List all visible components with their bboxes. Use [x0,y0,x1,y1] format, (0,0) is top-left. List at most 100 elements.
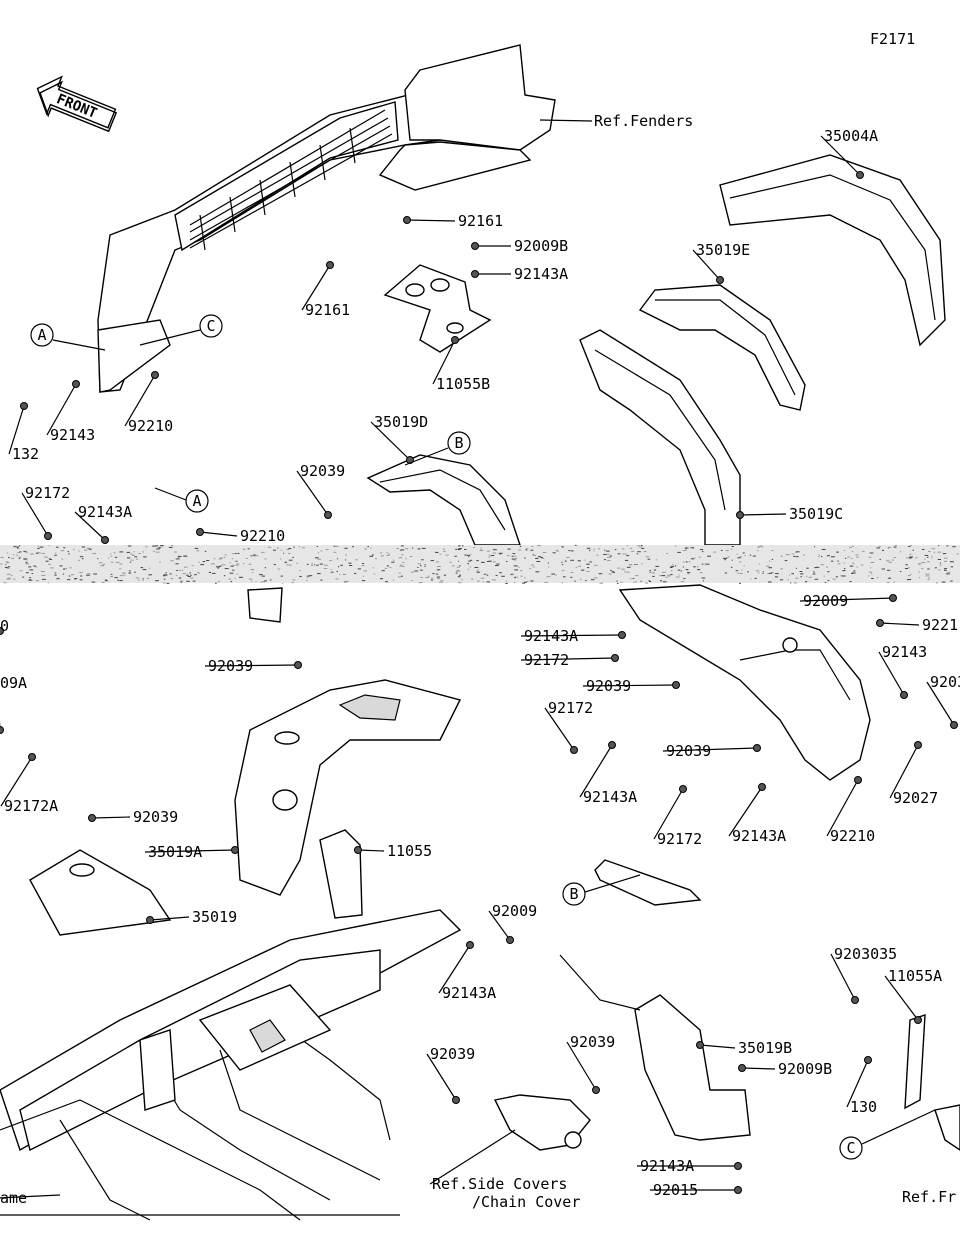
part-number-label: 11055A [888,967,942,985]
part-number-label: 92143 [882,643,927,661]
part-number-label: 11055B [436,375,490,393]
fender-35019e [638,284,806,411]
svg-text:B: B [569,885,578,903]
fastener-icon [611,654,619,662]
leader-line [826,779,859,837]
fastener-icon [876,619,884,627]
leader-line [846,1059,869,1108]
scan-noise-band [0,545,960,584]
fastener-icon [734,1162,742,1170]
leader-line [8,405,25,455]
fastener-icon [196,528,204,536]
part-number-label: 35019C [789,505,843,523]
callout-leader [52,339,106,351]
leader-line [884,975,919,1021]
callout-c: C [839,1136,863,1160]
leader-line [579,744,613,798]
fastener-icon [570,746,578,754]
fastener-icon [914,1016,922,1024]
leader-line [91,816,131,819]
leader-line [296,470,329,516]
leader-line [199,531,238,537]
part-number-label: 92143A [524,627,578,645]
leader-line [149,916,190,921]
part-number-label: 9221 [922,616,958,634]
part-number-label: 92143A [514,265,568,283]
ref-leader [429,1129,516,1185]
fastener-icon [672,681,680,689]
part-number-label: 92210 [240,527,285,545]
svg-text:B: B [454,434,463,452]
ref-label-fr-cut: Ref.Fr [902,1188,956,1206]
part-number-label: 92039 [430,1045,475,1063]
part-number-label: 09A [0,674,27,692]
part-number-label: 92009 [803,592,848,610]
leader-line [0,756,33,807]
callout-leader [154,487,187,501]
leader-line [357,849,385,852]
leader-line [426,1053,457,1101]
ref-leader [539,119,593,122]
part-number-label: 92210 [128,417,173,435]
part-number-label: 92143 [50,426,95,444]
part-number-label: 92143A [732,827,786,845]
fastener-icon [696,1041,704,1049]
part-number-label: 35019A [148,843,202,861]
fastener-icon [231,846,239,854]
fastener-icon [753,744,761,752]
fastener-icon [864,1056,872,1064]
fastener-icon [44,532,52,540]
leader-line [699,1044,736,1049]
ref-leader [0,1194,61,1199]
diagram-id: F2171 [870,30,915,48]
leader-line [301,264,331,311]
fastener-icon [326,261,334,269]
fastener-icon [0,627,4,635]
bracket-11055 [319,829,363,919]
fastener-icon [88,814,96,822]
callout-b: B [447,431,471,455]
fastener-icon [294,661,302,669]
callout-c: C [199,314,223,338]
leader-line [653,788,684,840]
leader-line [582,684,677,687]
part-number-label: 35019E [696,241,750,259]
part-number-label: 92143A [78,503,132,521]
fastener-icon [452,1096,460,1104]
part-number-label: 35019D [374,413,428,431]
part-number-label: 130 [850,1098,877,1116]
part-number-label: 92039 [570,1033,615,1051]
leader-line [21,492,49,537]
part-number-label: 92009 [492,902,537,920]
fastener-icon [914,741,922,749]
fastener-icon [20,402,28,410]
svg-text:A: A [192,492,201,510]
fastener-icon [471,270,479,278]
leader-line [46,383,77,436]
part-number-label: 92172 [657,830,702,848]
part-number-label: 92172 [524,651,569,669]
leader-line [741,1067,776,1070]
leader-line [520,634,623,637]
fastener-icon [466,941,474,949]
fastener-icon [900,691,908,699]
fastener-icon [950,721,958,729]
ref-label-fenders: Ref.Fenders [594,112,693,130]
svg-text:A: A [37,326,46,344]
leader-line [739,513,787,516]
fastener-icon [736,511,744,519]
fastener-icon [608,741,616,749]
leader-line [370,421,411,461]
fastener-icon [506,936,514,944]
leader-line [438,944,471,994]
part-number-label: 92009B [514,237,568,255]
part-number-label: 92161 [458,212,503,230]
fender-35019d [366,454,521,546]
part-number-label: 92172 [548,699,593,717]
fastener-icon [854,776,862,784]
mud-flap-left [247,587,283,623]
part-number-label: 92143A [640,1157,694,1175]
part-number-label: 92027 [893,789,938,807]
part-number-label: 92039 [133,808,178,826]
